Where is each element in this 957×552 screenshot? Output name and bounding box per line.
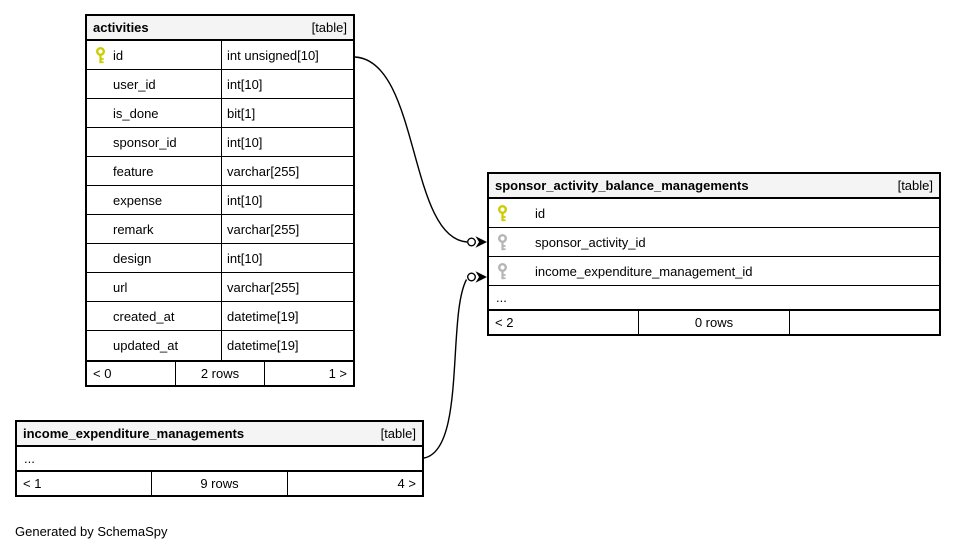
column-name: id (535, 205, 546, 221)
table-sponsor-activity-balance-managements: sponsor_activity_balance_managements [ta… (487, 172, 941, 336)
row-count: 0 rows (638, 311, 788, 334)
children-count: 4 > (286, 472, 422, 495)
table-type-badge: [table] (311, 20, 347, 35)
column-name: is_done (113, 105, 159, 121)
column-row-expense: expense int[10] (87, 186, 353, 215)
column-row-is-done: is_done bit[1] (87, 99, 353, 128)
table-type-badge: [table] (897, 178, 933, 193)
children-count (788, 311, 939, 334)
table-sabm-title[interactable]: sponsor_activity_balance_managements (495, 178, 749, 193)
arrowhead-icon (475, 236, 487, 248)
column-row-updated-at: updated_at datetime[19] (87, 331, 353, 360)
column-name: url (113, 279, 128, 295)
table-sabm-header: sponsor_activity_balance_managements [ta… (489, 174, 939, 199)
parents-count: < 1 (23, 476, 42, 491)
table-sabm-footer: < 2 0 rows (489, 309, 939, 334)
column-row-user-id: user_id int[10] (87, 70, 353, 99)
column-name: user_id (113, 76, 156, 92)
column-row-id: id int unsigned[10] (87, 41, 353, 70)
column-type: bit[1] (227, 105, 256, 121)
table-activities: activities [table] id int unsigned[10] u… (85, 14, 355, 387)
parents-count: < 0 (93, 366, 112, 381)
table-iem-header: income_expenditure_managements [table] (17, 422, 422, 447)
column-name: design (113, 250, 152, 266)
children-count: 1 > (264, 362, 353, 385)
table-income-expenditure-managements: income_expenditure_managements [table] .… (15, 420, 424, 497)
table-activities-header: activities [table] (87, 16, 353, 41)
column-type: varchar[255] (227, 279, 300, 295)
foreign-key-icon (497, 262, 535, 280)
table-iem-title[interactable]: income_expenditure_managements (23, 426, 245, 441)
hidden-columns-ellipsis: ... (496, 290, 507, 305)
column-name: expense (113, 192, 163, 208)
column-row-url: url varchar[255] (87, 273, 353, 302)
column-type: datetime[19] (227, 308, 299, 324)
row-count: 2 rows (175, 362, 264, 385)
zero-connector-icon (467, 237, 477, 247)
column-row-feature: feature varchar[255] (87, 157, 353, 186)
table-type-badge: [table] (380, 426, 416, 441)
column-row-id: id (489, 199, 939, 228)
column-type: int[10] (227, 192, 263, 208)
column-name: id (113, 47, 124, 63)
fk-relationship-line-activities-to-sponsor-activity-balance (354, 56, 487, 248)
hidden-columns-ellipsis: ... (24, 451, 35, 466)
primary-key-icon (95, 46, 113, 64)
column-type: varchar[255] (227, 221, 300, 237)
generator-note: Generated by SchemaSpy (15, 524, 168, 539)
column-row-sponsor-activity-id: sponsor_activity_id (489, 228, 939, 257)
column-name: created_at (113, 308, 175, 324)
column-type: varchar[255] (227, 163, 300, 179)
table-activities-footer: < 0 2 rows 1 > (87, 360, 353, 385)
column-type: datetime[19] (227, 338, 299, 353)
arrowhead-icon (475, 271, 487, 283)
column-type: int unsigned[10] (227, 47, 319, 63)
primary-key-icon (497, 204, 535, 222)
column-type: int[10] (227, 134, 263, 150)
column-type: int[10] (227, 76, 263, 92)
column-row-design: design int[10] (87, 244, 353, 273)
column-type: int[10] (227, 250, 263, 266)
fk-relationship-line-income-expenditure-to-sponsor-activity-balance (423, 271, 487, 459)
column-name: updated_at (113, 338, 179, 353)
column-name: remark (113, 221, 154, 237)
zero-connector-icon (467, 272, 477, 282)
column-row-remark: remark varchar[255] (87, 215, 353, 244)
row-count: 9 rows (151, 472, 286, 495)
column-row-created-at: created_at datetime[19] (87, 302, 353, 331)
column-name: income_expenditure_management_id (535, 263, 753, 279)
column-name: sponsor_id (113, 134, 177, 150)
column-name: sponsor_activity_id (535, 234, 646, 250)
table-activities-title[interactable]: activities (93, 20, 149, 35)
column-row-income-expenditure-management-id: income_expenditure_management_id (489, 257, 939, 286)
table-iem-footer: < 1 9 rows 4 > (17, 470, 422, 495)
parents-count: < 2 (495, 315, 514, 330)
foreign-key-icon (497, 233, 535, 251)
column-row-sponsor-id: sponsor_id int[10] (87, 128, 353, 157)
column-name: feature (113, 163, 154, 179)
